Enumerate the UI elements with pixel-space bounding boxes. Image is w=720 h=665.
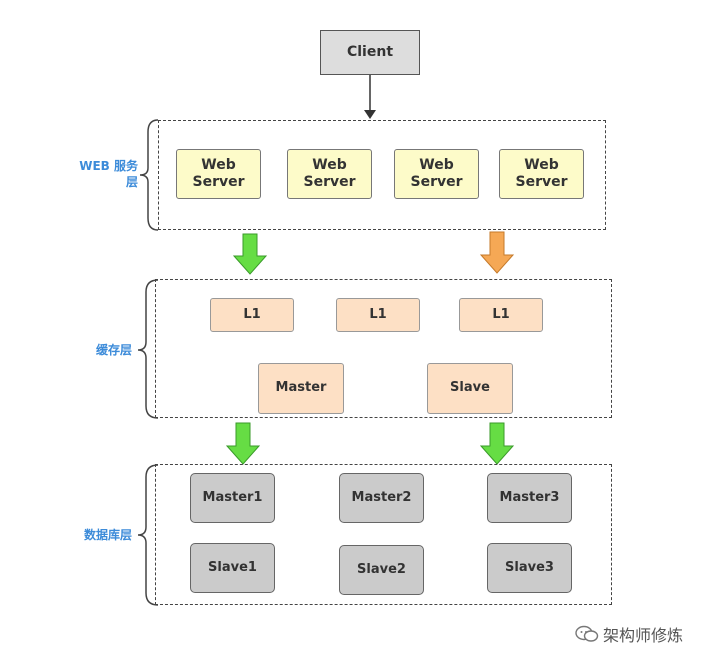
db-slave-3: Slave3: [487, 543, 572, 593]
cache-l1-1: L1: [210, 298, 294, 332]
db-slave-2: Slave2: [339, 545, 424, 595]
cache-to-db-arrow-left: [225, 422, 261, 465]
watermark-text: 架构师修炼: [603, 626, 684, 645]
web-server-3: Web Server: [394, 149, 479, 199]
web-layer-label: WEB 服务 层: [79, 159, 138, 190]
wechat-icon: [575, 625, 599, 642]
cache-master: Master: [258, 363, 344, 414]
web-server-1: Web Server: [176, 149, 261, 199]
db-layer-frame: [155, 464, 612, 605]
cache-slave: Slave: [427, 363, 513, 414]
cache-layer-brace: [137, 279, 159, 419]
db-layer-label: 数据库层: [83, 528, 132, 542]
watermark: 架构师修炼: [575, 622, 683, 646]
web-server-2: Web Server: [287, 149, 372, 199]
client-arrowhead: [364, 110, 376, 119]
db-slave-1: Slave1: [190, 543, 275, 593]
cache-to-db-arrow-right: [479, 422, 515, 465]
web-layer-brace: [139, 119, 159, 231]
web-layer-frame: [158, 120, 606, 230]
db-layer-brace: [137, 464, 159, 606]
web-to-cache-arrow-left: [232, 233, 268, 275]
db-master-1: Master1: [190, 473, 275, 523]
cache-l1-2: L1: [336, 298, 420, 332]
cache-layer-label: 缓存层: [95, 343, 132, 357]
cache-l1-3: L1: [459, 298, 543, 332]
db-master-2: Master2: [339, 473, 424, 523]
client-box: Client: [320, 30, 420, 75]
web-to-cache-arrow-right: [479, 231, 515, 274]
web-server-4: Web Server: [499, 149, 584, 199]
db-master-3: Master3: [487, 473, 572, 523]
cache-layer-frame: [155, 279, 612, 418]
